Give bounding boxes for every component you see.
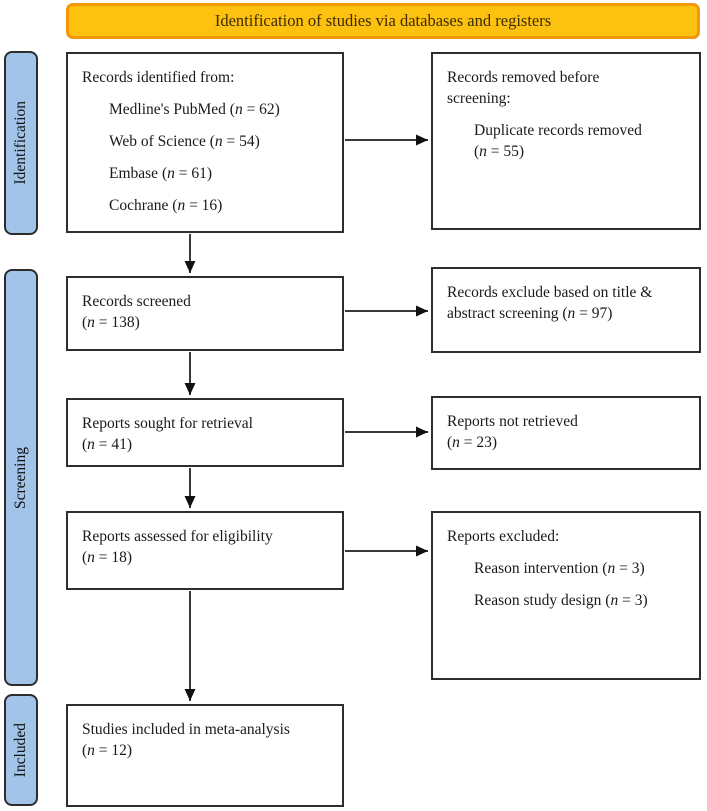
box-line: Reports sought for retrieval [82,415,253,432]
records-removed-box: Records removed before screening: Duplica… [431,52,701,230]
studies-included-box: Studies included in meta-analysis (n = 12… [66,704,344,807]
box-line: Duplicate records removed (n = 55) [474,122,642,160]
box-line: Records screened [82,293,191,310]
reports-assessed-box: Reports assessed for eligibility (n = 18) [66,511,344,590]
box-line: Reports not retrieved [447,413,578,430]
box-line: Records exclude based on title & abstrac… [447,284,653,322]
stage-tag-included: Included [4,694,38,806]
box-line: Embase (n = 61) [109,165,213,182]
stage-label: Screening [12,446,29,509]
box-line: Reason study design (n = 3) [474,592,648,609]
diagram-title-banner: Identification of studies via databases … [66,3,700,39]
reports-not-retrieved-box: Reports not retrieved (n = 23) [431,396,701,470]
records-identified-box: Records identified from: Medline's PubMed… [66,52,344,233]
box-line: Records removed before screening: [447,69,600,107]
box-line: Cochrane (n = 16) [109,197,223,214]
box-line: (n = 23) [447,434,498,451]
stage-label: Included [12,722,29,778]
stage-tag-screening: Screening [4,269,38,686]
box-line: Reason intervention (n = 3) [474,560,645,577]
box-line: Reports assessed for eligibility [82,528,273,545]
box-line: (n = 138) [82,314,140,331]
box-line: Records identified from: [82,69,235,86]
box-line: Reports excluded: [447,528,560,545]
reports-sought-box: Reports sought for retrieval (n = 41) [66,398,344,467]
box-line: (n = 41) [82,436,133,453]
stage-label: Identification [12,101,29,185]
box-line: (n = 12) [82,742,133,759]
records-excluded-box: Records exclude based on title & abstrac… [431,267,701,353]
reports-excluded-box: Reports excluded: Reason intervention (n … [431,511,701,680]
box-line: Web of Science (n = 54) [109,133,260,150]
box-line: Studies included in meta-analysis [82,721,290,738]
stage-tag-identification: Identification [4,51,38,235]
box-line: (n = 18) [82,549,133,566]
diagram-title: Identification of studies via databases … [214,11,552,30]
box-line: Medline's PubMed (n = 62) [109,101,280,118]
records-screened-box: Records screened (n = 138) [66,276,344,351]
